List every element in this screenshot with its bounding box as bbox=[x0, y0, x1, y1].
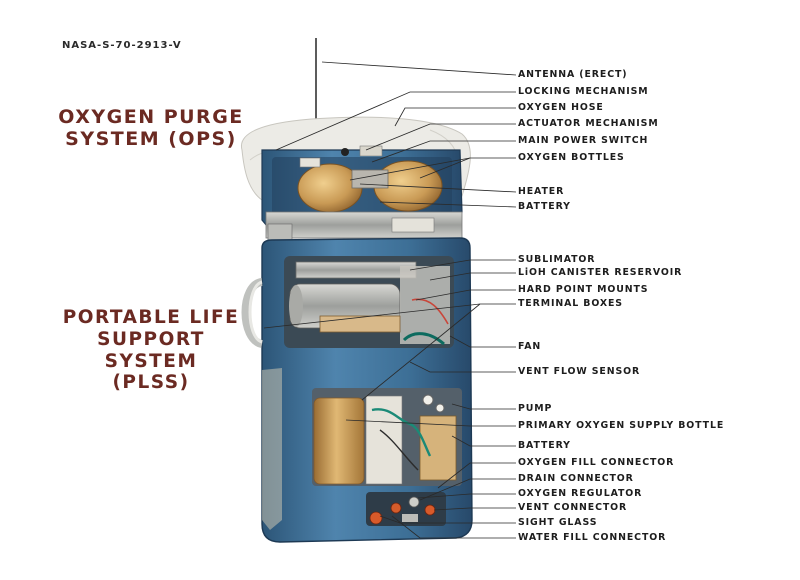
label-ops-battery: BATTERY bbox=[518, 201, 571, 212]
label-pump: PUMP bbox=[518, 403, 553, 414]
label-actuator-mechanism: ACTUATOR MECHANISM bbox=[518, 118, 659, 129]
label-locking-mechanism: LOCKING MECHANISM bbox=[518, 86, 649, 97]
label-drain-connector: DRAIN CONNECTOR bbox=[518, 473, 634, 484]
sight-glass bbox=[369, 511, 383, 525]
label-sublimator: SUBLIMATOR bbox=[518, 254, 596, 265]
label-fan: FAN bbox=[518, 341, 542, 352]
plss-title-line-1: PORTABLE LIFE bbox=[62, 307, 240, 328]
sublimator bbox=[295, 261, 417, 279]
label-water-fill-connector: WATER FILL CONNECTOR bbox=[518, 532, 667, 543]
label-hard-point-mounts: HARD POINT MOUNTS bbox=[518, 284, 649, 295]
label-oxygen-hose: OXYGEN HOSE bbox=[518, 102, 604, 113]
ops-title-line-2: SYSTEM (OPS) bbox=[65, 127, 237, 150]
label-sight-glass: SIGHT GLASS bbox=[518, 517, 598, 528]
plss-title-line-2: SUPPORT bbox=[97, 328, 205, 350]
label-terminal-boxes: TERMINAL BOXES bbox=[518, 298, 623, 309]
label-primary-oxygen-supply-bottle: PRIMARY OXYGEN SUPPLY BOTTLE bbox=[518, 420, 725, 431]
label-oxygen-regulator: OXYGEN REGULATOR bbox=[518, 488, 643, 499]
label-lioh-canister-reservoir: LiOH CANISTER RESERVOIR bbox=[518, 267, 683, 278]
label-main-power-switch: MAIN POWER SWITCH bbox=[518, 135, 649, 146]
label-oxygen-bottles: OXYGEN BOTTLES bbox=[518, 152, 625, 163]
label-antenna: ANTENNA (ERECT) bbox=[518, 69, 628, 80]
plss-title-line-3: SYSTEM bbox=[104, 350, 198, 372]
label-vent-flow-sensor: VENT FLOW SENSOR bbox=[518, 366, 641, 377]
ops-title: OXYGEN PURGE SYSTEM (OPS) bbox=[40, 106, 262, 151]
plss-title-line-4: (PLSS) bbox=[112, 372, 190, 394]
label-vent-connector: VENT CONNECTOR bbox=[518, 502, 628, 513]
plss-title: PORTABLE LIFE SUPPORT SYSTEM (PLSS) bbox=[40, 307, 262, 394]
ops-title-line-1: OXYGEN PURGE bbox=[58, 106, 244, 128]
document-id: NASA-S-70-2913-V bbox=[62, 40, 182, 51]
label-oxygen-fill-connector: OXYGEN FILL CONNECTOR bbox=[518, 457, 675, 468]
connector-panel bbox=[366, 492, 446, 526]
primary-oxygen-bottle bbox=[313, 397, 365, 485]
terminal-box bbox=[319, 315, 401, 333]
leader-lines bbox=[263, 61, 517, 539]
label-plss-battery: BATTERY bbox=[518, 440, 571, 451]
label-heater: HEATER bbox=[518, 186, 565, 197]
